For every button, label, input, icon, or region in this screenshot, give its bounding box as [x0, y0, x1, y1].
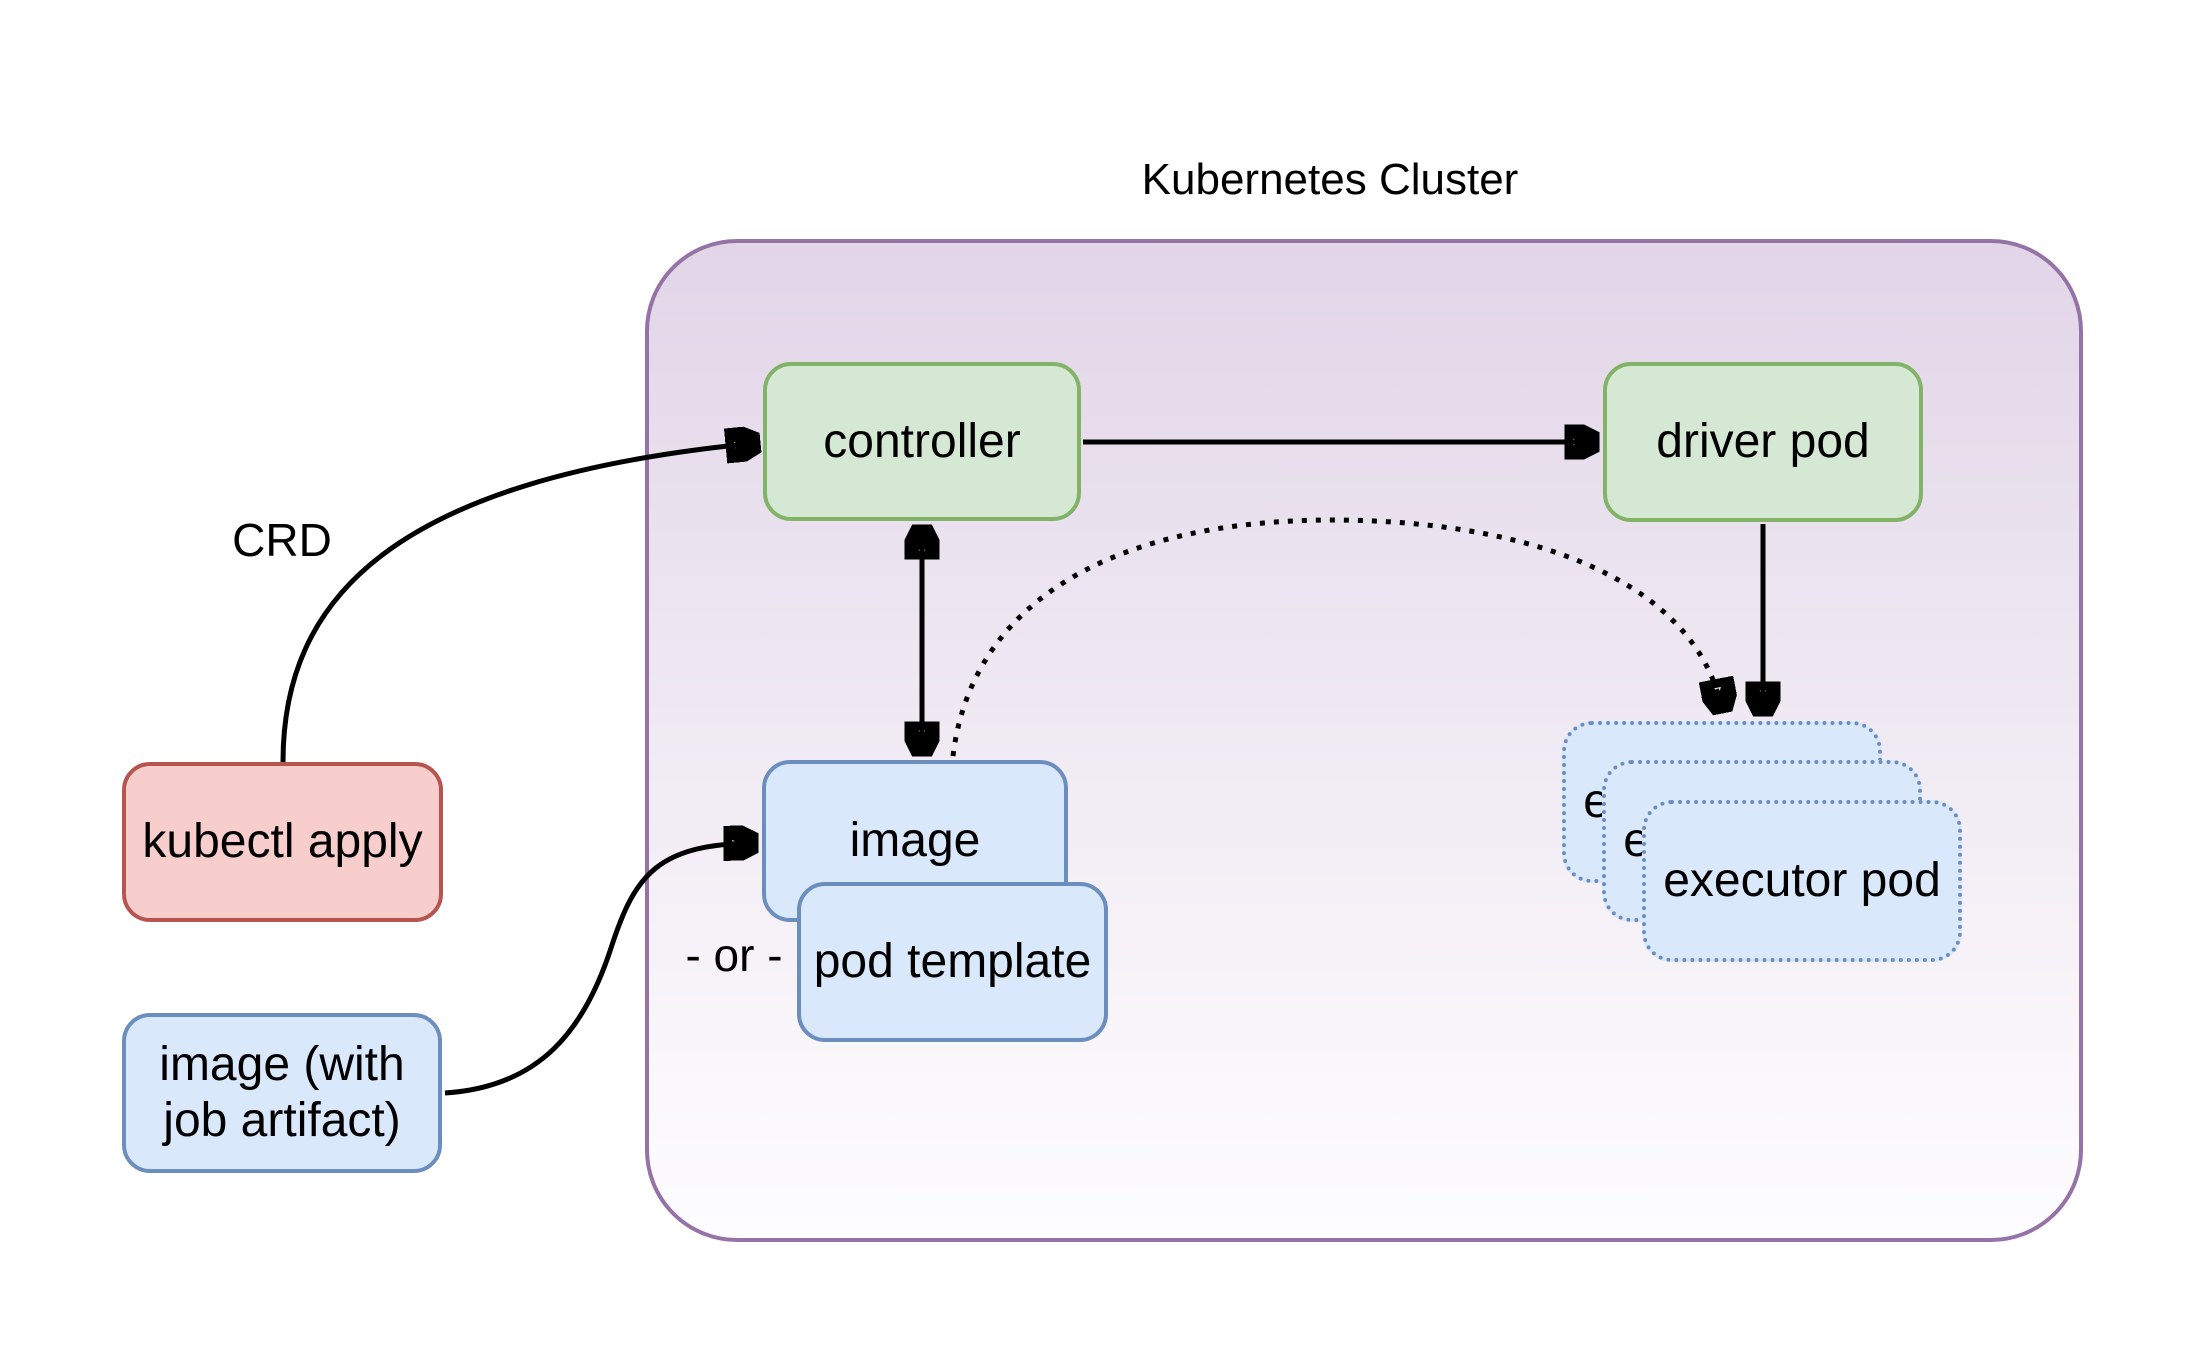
node-driver-pod: driver pod: [1603, 362, 1923, 522]
node-pod-template: pod template: [797, 882, 1108, 1042]
node-driver-pod-label: driver pod: [1656, 415, 1870, 468]
node-image-with-job-artifact-label: image (with job artifact): [159, 1038, 405, 1147]
edge-label-crd: CRD: [232, 514, 332, 566]
node-controller: controller: [763, 362, 1081, 521]
node-controller-label: controller: [823, 414, 1021, 468]
edge-label-or: - or -: [685, 929, 783, 981]
node-executor-pod-front: executor pod: [1642, 800, 1962, 962]
node-pod-template-label: pod template: [813, 935, 1092, 988]
node-image-label: image: [849, 814, 981, 867]
node-image-with-job-artifact: image (with job artifact): [122, 1013, 442, 1173]
node-executor-pod-front-label: executor pod: [1663, 854, 1941, 907]
node-kubectl-apply-label: kubectl apply: [142, 815, 423, 868]
node-kubectl-apply: kubectl apply: [122, 762, 443, 922]
cluster-title: Kubernetes Cluster: [1141, 155, 1519, 204]
